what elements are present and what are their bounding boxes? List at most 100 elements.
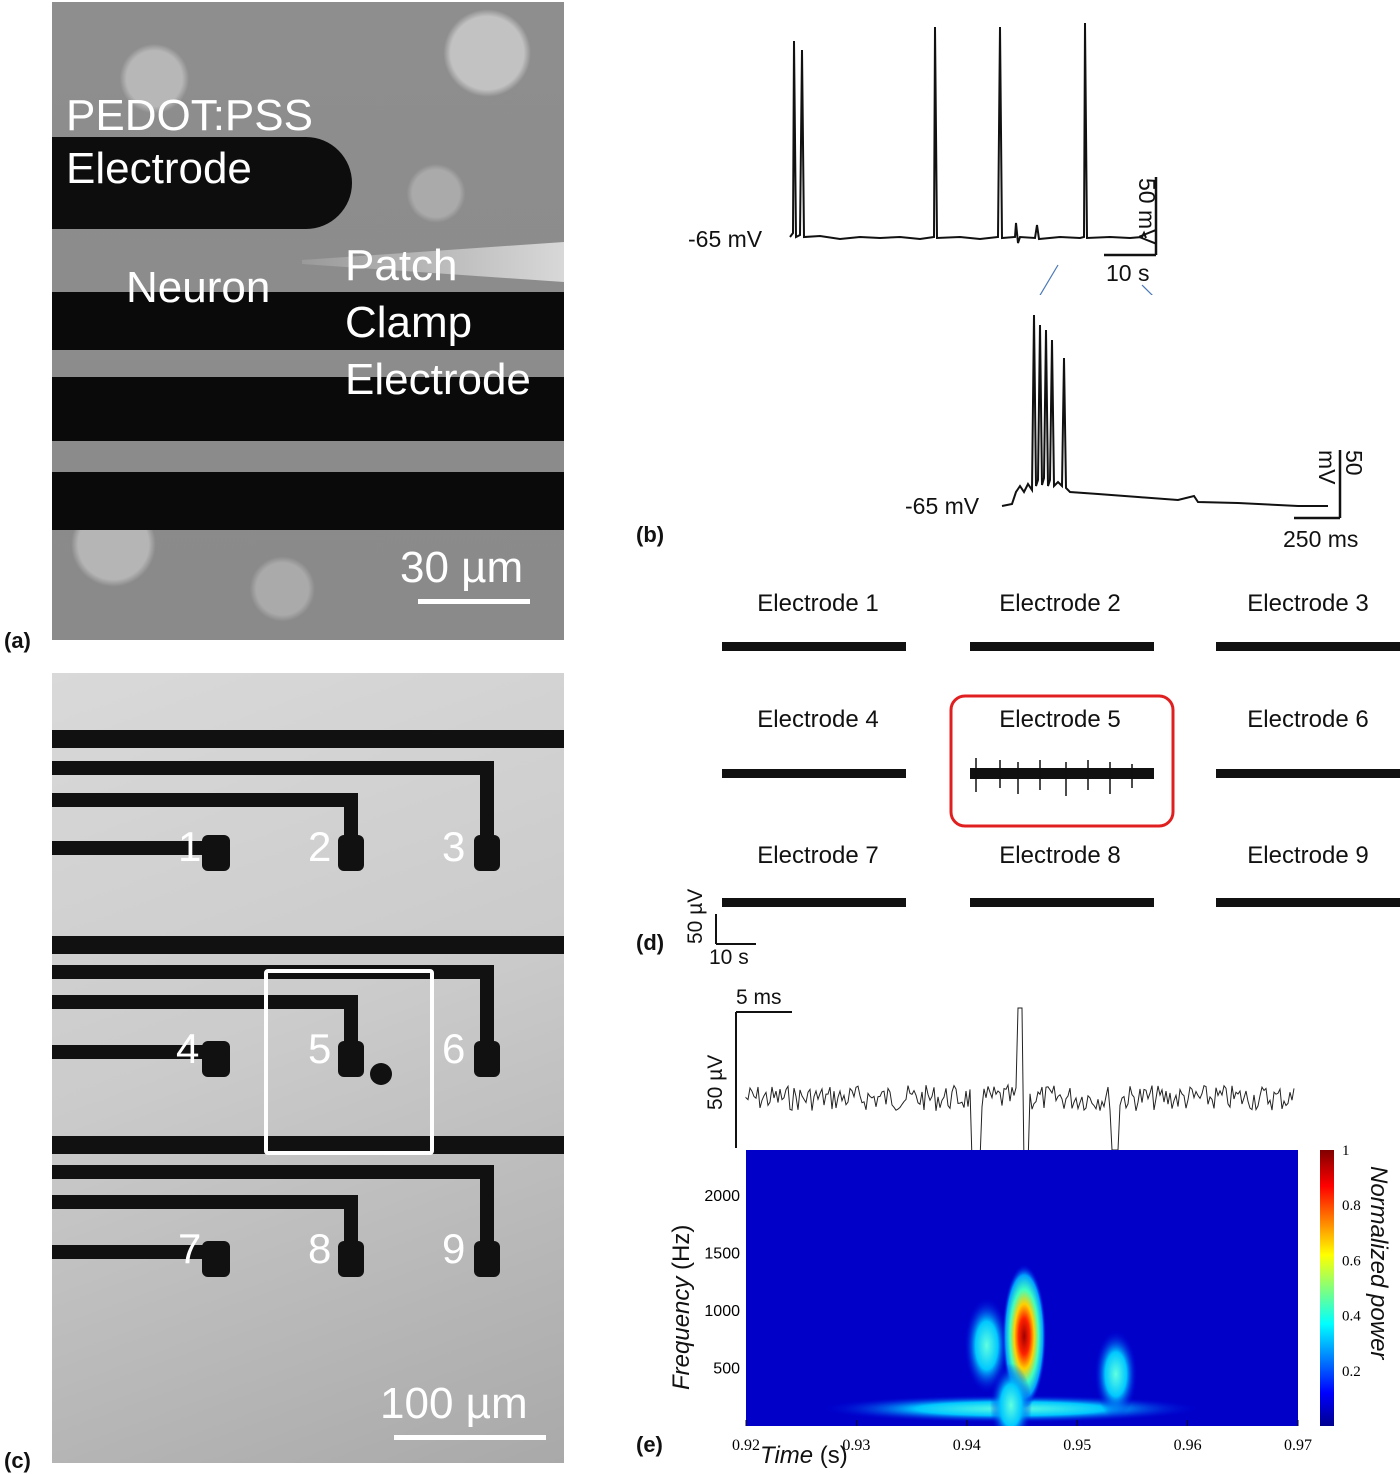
electrode-number-2: 2 xyxy=(308,823,332,870)
trace-stripe xyxy=(52,1245,228,1259)
neuron-label: Neuron xyxy=(126,263,271,312)
trace-stripe xyxy=(52,995,357,1009)
scale-bar-label-c: 100 µm xyxy=(380,1379,528,1428)
trace-stripe xyxy=(52,936,564,954)
scale-v-zoom: 50 mV xyxy=(1314,450,1367,485)
electrode-label-6: Electrode 6 xyxy=(1247,706,1369,733)
pedot-electrode-shape xyxy=(52,137,352,229)
scale-t-d: 10 s xyxy=(709,946,749,969)
recording-trace-2 xyxy=(970,642,1154,651)
baseline-label-top: -65 mV xyxy=(688,226,763,252)
y-tick-label: 500 xyxy=(713,1361,740,1378)
electrode-number-7: 7 xyxy=(178,1225,202,1272)
electrode-pad xyxy=(202,1041,230,1077)
colorbar-tick-label: 0.6 xyxy=(1342,1253,1361,1269)
power-hotspot xyxy=(989,1363,1032,1426)
extracellular-trace xyxy=(735,1007,1295,1150)
scale-bar-label-a: 30 µm xyxy=(400,543,524,592)
trace-stripe xyxy=(52,1136,564,1154)
trace-stripe xyxy=(52,1045,228,1059)
colorbar-tick-label: 0.8 xyxy=(1342,1198,1361,1214)
electrode-pad xyxy=(474,1241,500,1277)
y-axis-label: Frequency (Hz) xyxy=(668,1224,695,1390)
colorbar-label: Normalized power xyxy=(1365,1166,1392,1360)
pedot-label: PEDOT:PSS Electrode xyxy=(66,91,313,193)
panel-letter-e: (e) xyxy=(636,1432,663,1457)
electrode-number-6: 6 xyxy=(442,1025,466,1072)
electrode-label-3: Electrode 3 xyxy=(1247,590,1369,617)
panel-letter-c: (c) xyxy=(4,1448,31,1473)
electrode-recordings xyxy=(715,642,1400,945)
electrode-label-4: Electrode 4 xyxy=(757,706,879,733)
baseline-label-zoom: -65 mV xyxy=(905,493,980,519)
recording-trace-1 xyxy=(722,642,906,651)
trace-stripe xyxy=(52,1165,492,1179)
trace-stripe xyxy=(52,377,564,441)
electrode-number-1: 1 xyxy=(178,823,202,870)
x-tick-label: 0.94 xyxy=(953,1437,981,1454)
electrode-label-9: Electrode 9 xyxy=(1247,842,1369,869)
colorbar-tick-label: 1 xyxy=(1342,1143,1350,1159)
spike-marks-5 xyxy=(975,758,1133,796)
recording-trace-9 xyxy=(1216,898,1400,907)
electrode-number-8: 8 xyxy=(308,1225,332,1272)
scale-t-e: 5 ms xyxy=(736,986,782,1009)
trace-stripe xyxy=(52,761,492,775)
power-hotspot xyxy=(1094,1330,1138,1419)
scale-v-top: 50 mV xyxy=(1134,178,1160,245)
scale-t-top: 10 s xyxy=(1106,260,1150,286)
electrode-pad xyxy=(474,1041,500,1077)
electrode-5-highlight-box xyxy=(949,694,1175,828)
scale-t-zoom: 250 ms xyxy=(1283,526,1359,552)
trace-stripe xyxy=(52,1195,357,1209)
x-tick-label: 0.95 xyxy=(1063,1437,1091,1454)
x-tick-label: 0.93 xyxy=(842,1437,870,1454)
electrode-label-2: Electrode 2 xyxy=(999,590,1121,617)
electrode-label-1: Electrode 1 xyxy=(757,590,879,617)
colorbar-tick-label: 0.2 xyxy=(1342,1364,1361,1380)
patch-clamp-label: Patch Clamp Electrode xyxy=(345,241,531,405)
trace-stripe xyxy=(52,841,228,855)
electrode-number-5: 5 xyxy=(308,1025,332,1072)
current-clamp-trace-zoom xyxy=(1001,314,1342,520)
x-tick-label: 0.97 xyxy=(1284,1437,1312,1454)
scale-bar-c xyxy=(394,1435,546,1440)
electrode-label-5: Electrode 5 xyxy=(999,706,1121,733)
recording-trace-3 xyxy=(1216,642,1400,651)
electrode-pad xyxy=(338,1241,364,1277)
electrode-pad xyxy=(474,835,500,871)
scale-bar-a xyxy=(418,599,530,604)
current-clamp-trace-top xyxy=(789,22,1158,295)
y-tick-label: 1000 xyxy=(704,1303,740,1320)
x-axis-label: Time (s) xyxy=(760,1442,848,1469)
electrode-label-8: Electrode 8 xyxy=(999,842,1121,869)
electrode-pad xyxy=(202,835,230,871)
noise-trace-path xyxy=(745,1007,1295,1150)
panel-letter-d: (d) xyxy=(636,930,665,955)
electrode-pad xyxy=(202,1241,230,1277)
highlight-box-c xyxy=(264,969,434,1155)
trace-stripe xyxy=(52,730,564,748)
colorbar-tick-label: 0.4 xyxy=(1342,1309,1361,1325)
trace-stripe xyxy=(52,793,357,807)
recording-trace-6 xyxy=(1216,769,1400,778)
power-hotspot xyxy=(964,1297,1010,1394)
recording-trace-8 xyxy=(970,898,1154,907)
colorbar xyxy=(1320,1150,1334,1426)
trace-stripe xyxy=(52,472,564,530)
electrode-pad xyxy=(338,835,364,871)
recording-trace-7 xyxy=(722,898,906,907)
scale-v-e: 50 µV xyxy=(704,1054,727,1110)
electrode-label-7: Electrode 7 xyxy=(757,842,879,869)
x-tick-label: 0.92 xyxy=(732,1437,760,1454)
electrode-number-9: 9 xyxy=(442,1225,466,1272)
x-tick-label: 0.96 xyxy=(1174,1437,1202,1454)
scale-v-d: 50 µV xyxy=(684,888,707,944)
trace-stripe xyxy=(52,292,564,350)
recording-trace-4 xyxy=(722,769,906,778)
electrode-number-3: 3 xyxy=(442,823,466,870)
panel-letter-a: (a) xyxy=(4,628,31,653)
y-tick-label: 1500 xyxy=(704,1246,740,1263)
electrode-pad xyxy=(338,1041,364,1077)
